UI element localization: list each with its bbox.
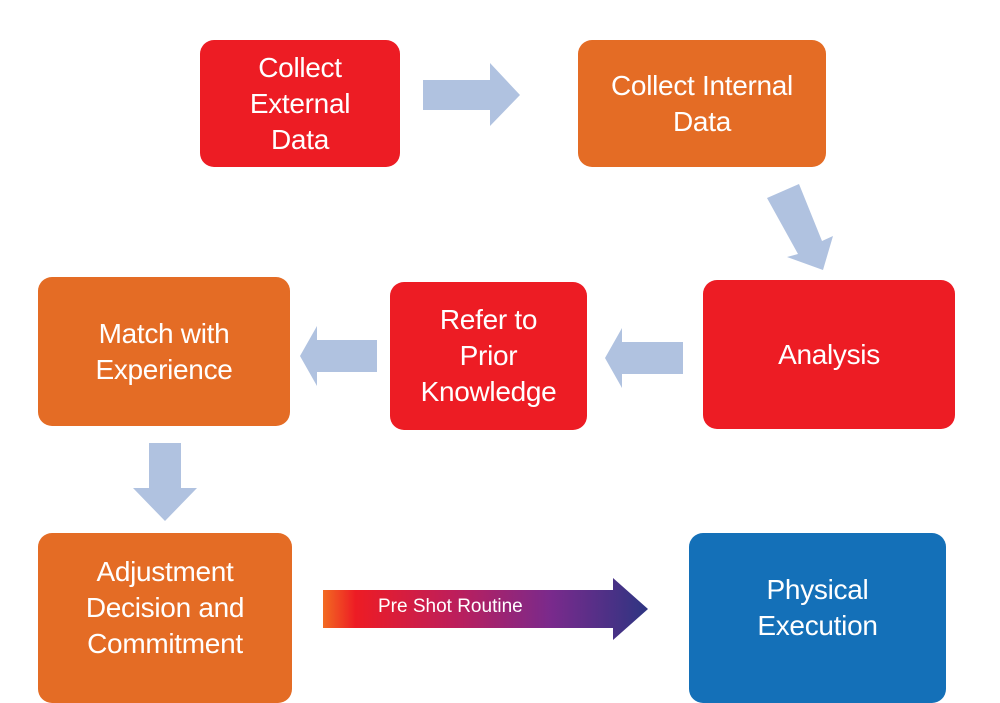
node-label: Physical Execution bbox=[757, 574, 878, 641]
arrow-down-right-icon bbox=[765, 178, 865, 278]
pre-shot-routine-arrow bbox=[323, 578, 653, 640]
node-label: Collect External Data bbox=[249, 51, 351, 155]
pre-shot-routine-label: Pre Shot Routine bbox=[378, 596, 523, 617]
node-adjustment-decision: Adjustment Decision and Commitment bbox=[38, 533, 292, 703]
node-label: Analysis bbox=[778, 338, 880, 370]
node-collect-external-data: Collect External Data bbox=[200, 40, 400, 167]
node-refer-prior-knowledge: Refer to Prior Knowledge bbox=[390, 282, 587, 430]
node-label: Adjustment Decision and Commitment bbox=[85, 556, 245, 659]
node-collect-internal-data: Collect Internal Data bbox=[578, 40, 826, 167]
arrow-down-icon bbox=[133, 443, 203, 523]
arrow-right-icon bbox=[423, 63, 563, 128]
node-label: Refer to Prior Knowledge bbox=[420, 304, 557, 407]
arrow-left-icon bbox=[300, 326, 380, 386]
arrow-left-icon bbox=[605, 328, 685, 388]
node-physical-execution: Physical Execution bbox=[689, 533, 946, 703]
node-label: Collect Internal Data bbox=[611, 69, 793, 137]
node-analysis: Analysis bbox=[703, 280, 955, 429]
node-match-with-experience: Match with Experience bbox=[38, 277, 290, 426]
node-label: Match with Experience bbox=[95, 317, 233, 385]
